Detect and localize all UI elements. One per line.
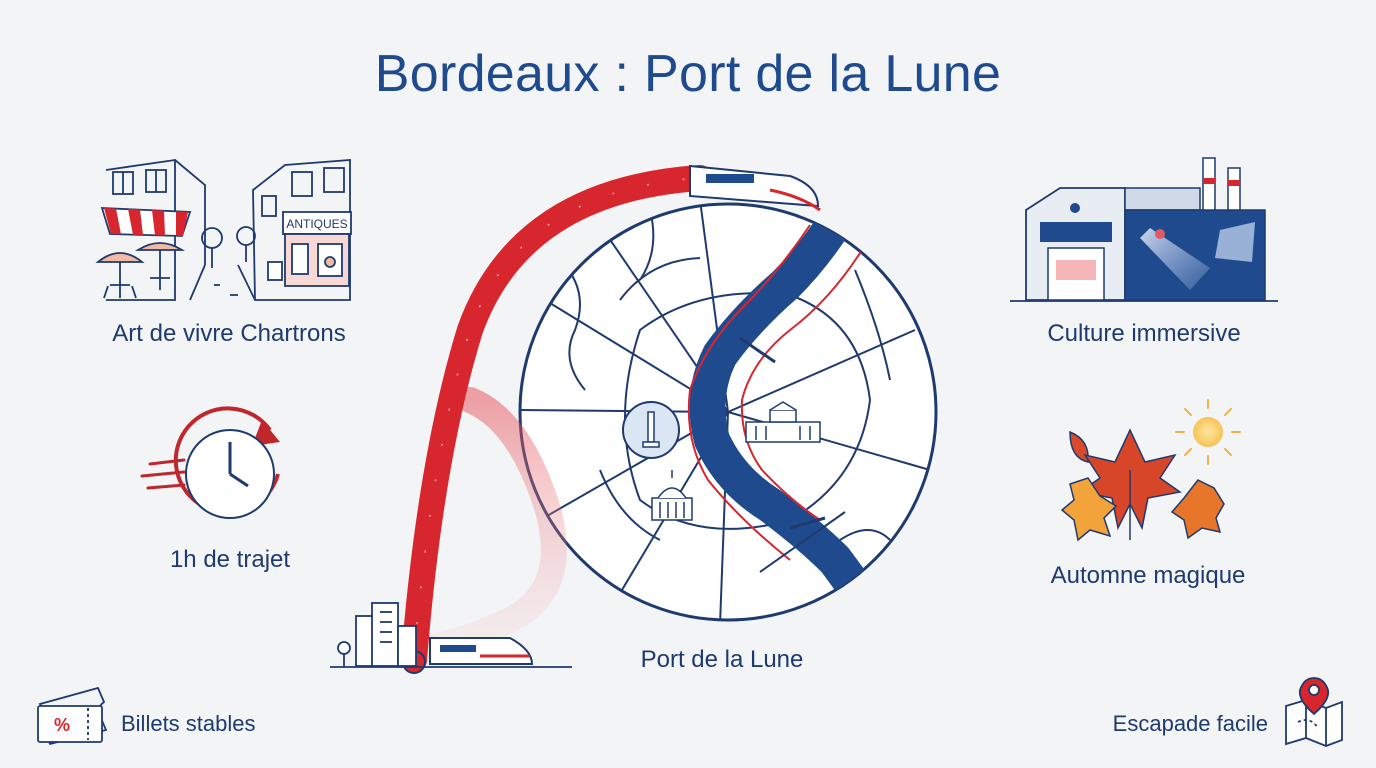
feature-label-chartrons: Art de vivre Chartrons — [112, 320, 346, 347]
train-icon — [689, 164, 821, 212]
skyline-icon — [330, 602, 572, 668]
train-icon — [429, 637, 534, 665]
feature-label-port: Port de la Lune — [640, 646, 804, 673]
feature-label-automne: Automne magique — [1050, 562, 1246, 589]
theatre-icon — [651, 470, 693, 521]
map-pin-icon — [1285, 677, 1343, 747]
feature-label-culture: Culture immersive — [1047, 320, 1241, 347]
palace-icon — [745, 401, 821, 443]
page-title: Bordeaux : Port de la Lune — [374, 45, 1002, 103]
feature-label-trajet: 1h de trajet — [169, 546, 291, 573]
fast-clock-icon — [140, 406, 280, 519]
feature-label-escapade: Escapade facile — [1112, 711, 1268, 736]
ticket-icon — [37, 686, 108, 746]
monument-icon — [622, 401, 680, 459]
city-map-icon — [518, 202, 938, 622]
shop-sign: ANTIQUES — [286, 217, 347, 231]
ticket-symbol: % — [54, 715, 70, 735]
autumn-leaves-icon — [1060, 399, 1241, 542]
immersive-warehouse-icon — [1010, 157, 1278, 302]
chartrons-street-icon — [95, 158, 352, 301]
feature-label-billets: Billets stables — [121, 711, 256, 736]
